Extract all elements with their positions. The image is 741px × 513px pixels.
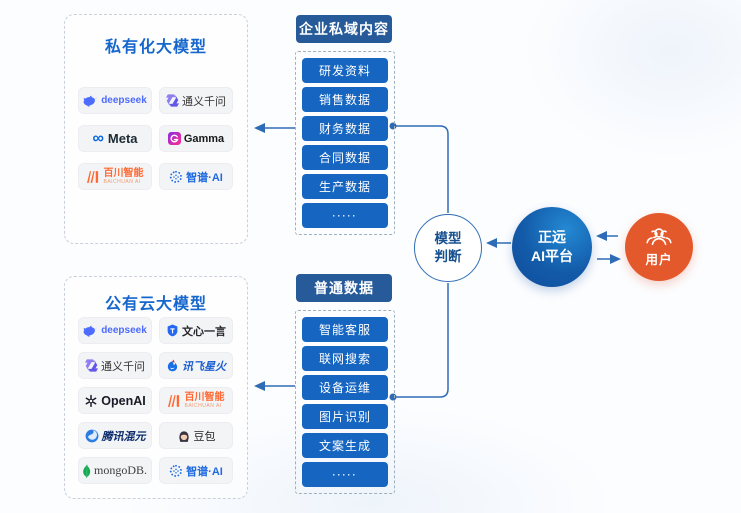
gamma-icon — [167, 132, 181, 145]
data-item-ellipsis: ····· — [302, 462, 388, 487]
node-label-line: 正远 — [538, 229, 566, 246]
zhipu-dots-icon — [169, 464, 183, 478]
chip-label: 智谱·AI — [186, 171, 223, 184]
model-chip-xunfei-xinghuo: 讯飞星火 — [159, 352, 233, 379]
model-chip-zhipu: 智谱·AI — [159, 163, 233, 190]
users-icon — [644, 226, 674, 250]
general-data-column: 智能客服 联网搜索 设备运维 图片识别 文案生成 ····· — [295, 310, 395, 494]
openai-icon — [84, 394, 98, 408]
user-node-label: 用户 — [645, 253, 673, 267]
zhipu-dots-icon — [169, 170, 183, 184]
xunfei-spark-icon — [166, 359, 179, 372]
model-chip-tongyi-qianwen: 通义千问 — [78, 352, 152, 379]
chip-label: Meta — [107, 131, 138, 146]
meta-infinity-icon: ∞ — [92, 129, 104, 147]
deepseek-whale-icon — [83, 325, 98, 337]
data-item: 联网搜索 — [302, 346, 388, 371]
arrowhead-icon — [254, 381, 265, 391]
mongodb-leaf-icon — [83, 463, 91, 478]
chip-label: 通义千问 — [182, 95, 226, 108]
tongyi-qianwen-icon — [166, 94, 179, 107]
deepseek-whale-icon — [83, 95, 98, 107]
data-item: 智能客服 — [302, 317, 388, 342]
private-content-header: 企业私域内容 — [296, 15, 392, 43]
model-chip-zhipu: 智谱·AI — [159, 457, 233, 484]
arrowhead-icon — [254, 123, 265, 133]
background-decoration — [521, 0, 741, 160]
data-item: 销售数据 — [302, 87, 388, 112]
model-chip-openai: OpenAI — [78, 387, 152, 414]
model-chip-mongodb: mongoDB. — [78, 457, 152, 484]
model-chip-wenxin-yiyan: 文心一言 — [159, 317, 233, 344]
chip-label: 智谱·AI — [186, 465, 223, 478]
chip-label: 讯飞星火 — [182, 360, 226, 373]
data-item: 合同数据 — [302, 145, 388, 170]
model-chip-tencent-hunyuan: 腾讯混元 — [78, 422, 152, 449]
baichuan-icon — [86, 170, 101, 183]
arrowhead-icon — [610, 254, 621, 264]
model-chip-meta: ∞ Meta — [78, 125, 152, 152]
data-item: 文案生成 — [302, 433, 388, 458]
panel-title: 公有云大模型 — [104, 296, 207, 313]
private-content-column: 研发资料 销售数据 财务数据 合同数据 生产数据 ····· — [295, 51, 395, 235]
model-chip-gamma: Gamma — [159, 125, 233, 152]
chip-label: Gamma — [183, 132, 225, 145]
chip-label: deepseek — [101, 95, 147, 106]
connector-line-bottom — [393, 283, 449, 398]
model-chip-deepseek: deepseek — [78, 87, 152, 114]
node-label-line: AI平台 — [531, 248, 573, 264]
general-data-header: 普通数据 — [296, 274, 392, 302]
connector-line-top — [393, 125, 449, 213]
chip-label: mongoDB. — [93, 463, 147, 477]
tencent-hunyuan-icon — [85, 429, 99, 443]
chip-label: 腾讯混元 — [101, 430, 146, 443]
model-chip-deepseek: deepseek — [78, 317, 152, 344]
data-item: 设备运维 — [302, 375, 388, 400]
baichuan-icon — [167, 394, 182, 407]
chip-label: 文心一言 — [182, 325, 226, 338]
chip-label: deepseek — [101, 325, 147, 336]
doubao-avatar-icon — [177, 429, 191, 443]
ai-platform-node: 正远 AI平台 — [512, 207, 592, 287]
data-item: 图片识别 — [302, 404, 388, 429]
user-node: 用户 — [625, 213, 693, 281]
arrowhead-icon — [596, 231, 607, 241]
public-models-panel: 公有云大模型 deepseek 文心一言 通义千问 讯飞星火 OpenAI — [64, 276, 248, 499]
model-chip-doubao: 豆包 — [159, 422, 233, 449]
data-item: 研发资料 — [302, 58, 388, 83]
tongyi-qianwen-icon — [85, 359, 98, 372]
model-judgment-node: 模型 判断 — [414, 214, 482, 282]
wenxin-shield-icon — [166, 324, 179, 337]
data-item: 生产数据 — [302, 174, 388, 199]
panel-title: 私有化大模型 — [104, 39, 207, 56]
arrowhead-icon — [486, 238, 497, 248]
chip-label: 通义千问 — [101, 360, 145, 373]
model-chip-tongyi-qianwen: 通义千问 — [159, 87, 233, 114]
node-label-line: 判断 — [434, 249, 462, 264]
node-label-line: 模型 — [434, 230, 462, 246]
data-item: 财务数据 — [302, 116, 388, 141]
chip-label: 豆包 — [193, 430, 216, 443]
chip-label: OpenAI — [101, 393, 146, 408]
data-item-ellipsis: ····· — [302, 203, 388, 228]
